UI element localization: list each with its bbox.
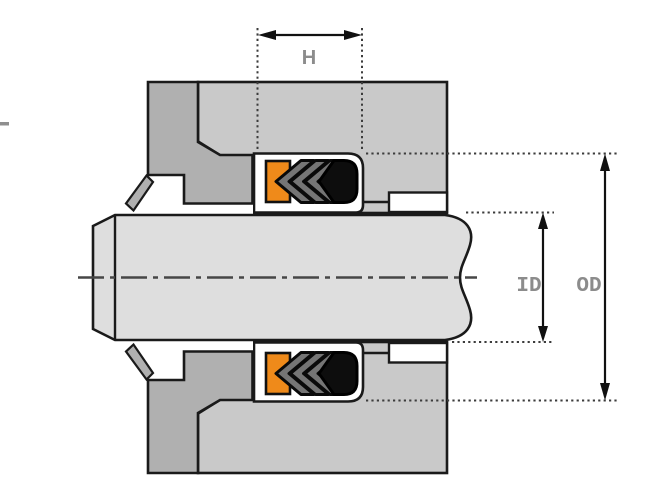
arrowhead-up-icon bbox=[600, 153, 610, 171]
leader-fragment bbox=[0, 122, 9, 126]
shaft bbox=[78, 213, 477, 342]
v-packing-seal-top bbox=[264, 159, 359, 204]
gland-follower bbox=[124, 80, 254, 475]
seal-header-ring bbox=[317, 159, 359, 204]
arrowhead-up-icon bbox=[538, 212, 548, 229]
bore-clearance-slot-top bbox=[387, 191, 449, 214]
arrowhead-left-icon bbox=[258, 30, 276, 40]
arrowhead-right-icon bbox=[344, 30, 362, 40]
h-label: H bbox=[302, 47, 316, 69]
bore-clearance-slot-bottom bbox=[387, 341, 449, 364]
gland-clearance-bottom bbox=[184, 340, 253, 352]
arrowhead-down-icon bbox=[600, 383, 610, 401]
gland-lip-bottom bbox=[124, 342, 155, 382]
id-label: ID bbox=[516, 275, 541, 298]
od-label: OD bbox=[576, 275, 601, 298]
v-packing-seal-bottom bbox=[264, 351, 359, 396]
arrowhead-down-icon bbox=[538, 326, 548, 342]
dimensions: H OD ID bbox=[256, 28, 618, 402]
gland-follower-bottom bbox=[146, 350, 254, 475]
gland-follower-top bbox=[146, 80, 254, 205]
gland-lip-top bbox=[124, 173, 155, 213]
gland-clearance-top bbox=[184, 203, 253, 215]
